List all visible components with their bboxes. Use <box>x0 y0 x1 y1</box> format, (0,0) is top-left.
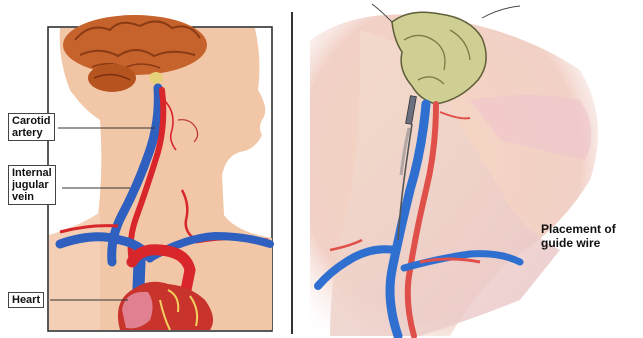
carotid-artery-label: Carotid artery <box>8 113 55 141</box>
right-panel-artwork <box>310 4 598 336</box>
internal-jugular-vein-label: Internal jugular vein <box>8 165 56 205</box>
guide-wire-caption: Placement of guide wire <box>541 222 616 250</box>
heart-label: Heart <box>8 292 44 308</box>
